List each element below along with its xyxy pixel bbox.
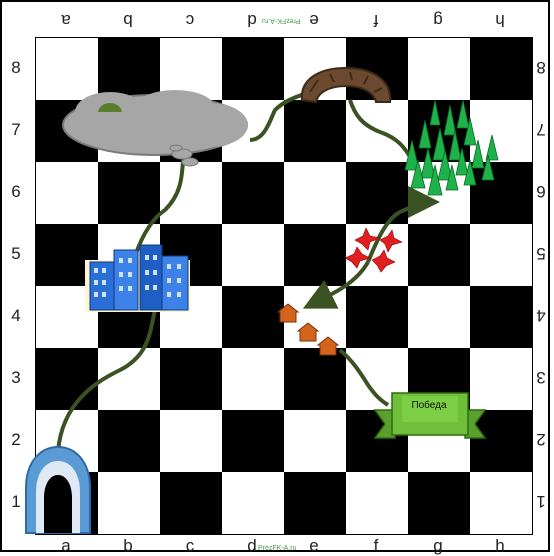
path-rock-to-forest (350, 100, 412, 160)
city-buildings-icon (85, 245, 190, 312)
path-gate-to-city (58, 310, 155, 452)
path-sparks-to-house (310, 262, 368, 305)
pine-forest-icon (405, 100, 498, 195)
path-house-to-banner (340, 350, 388, 405)
arch-gate-icon (26, 447, 90, 533)
victory-banner-label: Победа (404, 400, 454, 411)
storm-cloud-icon (63, 90, 248, 166)
path-sparks-to-forest (368, 202, 432, 262)
rock-arch-icon (302, 68, 390, 102)
house-steps-icon (278, 304, 338, 355)
